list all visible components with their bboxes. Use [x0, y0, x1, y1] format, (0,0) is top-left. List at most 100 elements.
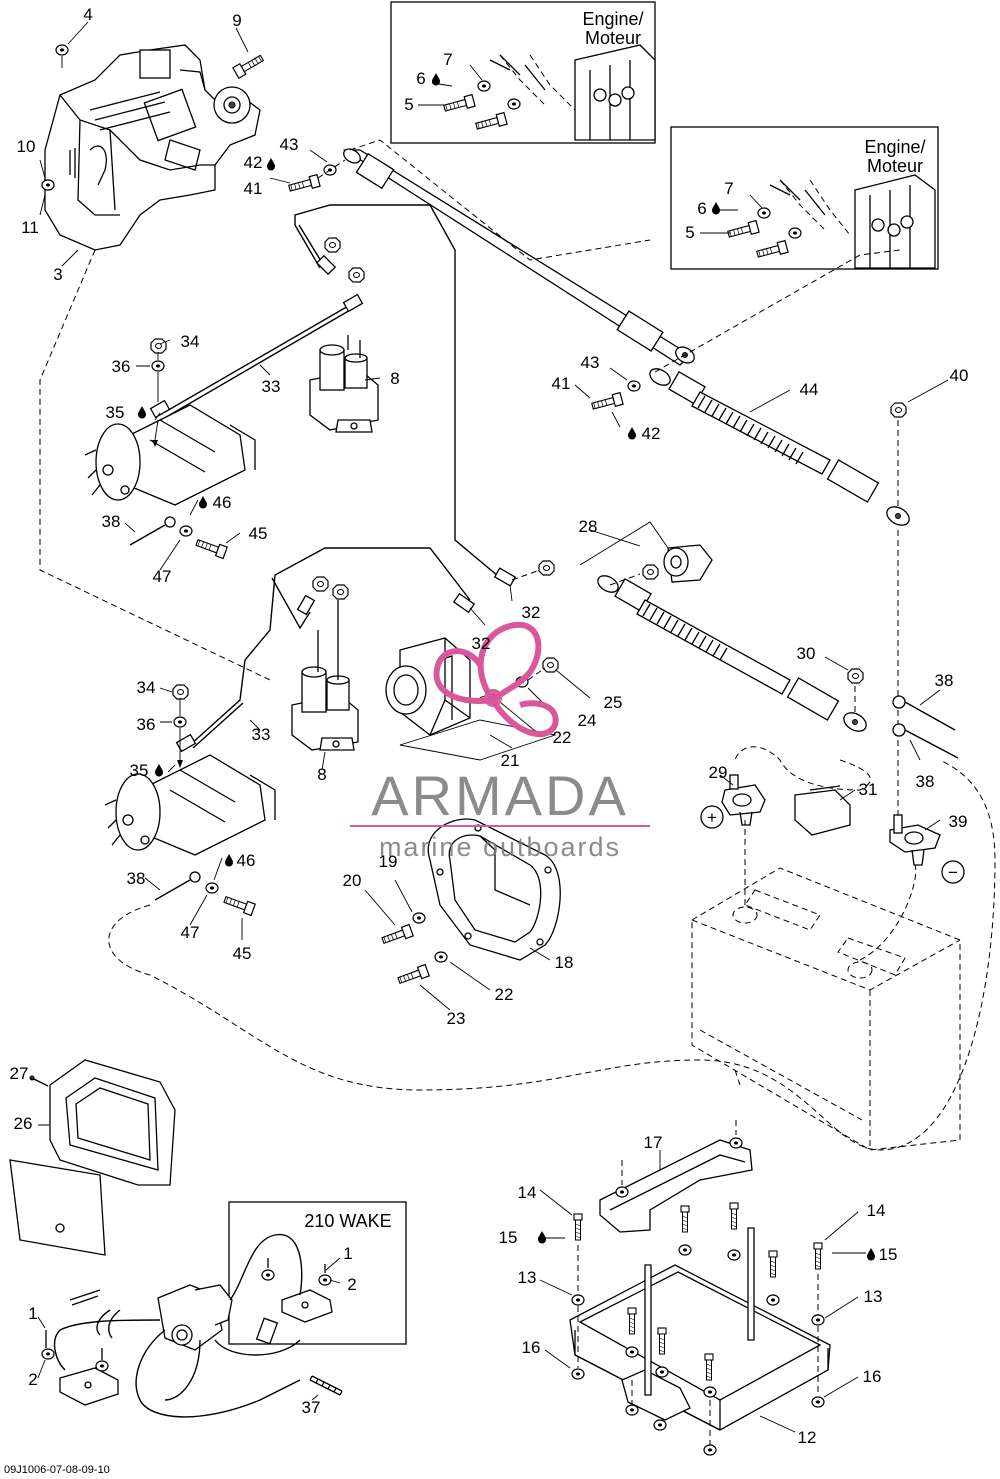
route-line-left	[39, 249, 271, 681]
callout-34: 34	[137, 678, 156, 697]
engine-block-right	[779, 174, 936, 269]
callout-1: 1	[28, 1304, 37, 1323]
callout-40: 40	[950, 366, 969, 385]
watermark-subtitle: marine outboards	[379, 832, 621, 862]
callout-12: 12	[798, 1428, 817, 1447]
wiring-harness	[53, 1233, 303, 1418]
watermark-divider	[350, 825, 650, 827]
callout-42: 42	[244, 153, 263, 172]
outline-21	[399, 719, 557, 761]
solenoid-8-upper	[309, 335, 379, 433]
nut-34b	[172, 684, 189, 700]
callout-38: 38	[916, 772, 935, 791]
callout-46: 46	[213, 493, 232, 512]
inset-engine-right-title-2: Moteur	[867, 156, 923, 176]
inset-engine-right-frame	[670, 126, 939, 270]
sealant-drop-icon	[538, 1231, 546, 1244]
cover-26	[9, 1059, 176, 1256]
tray-bolts	[571, 1202, 825, 1456]
callout-47: 47	[153, 567, 172, 586]
spring-37	[309, 1375, 343, 1396]
callout-11: 11	[21, 218, 39, 237]
nut-32a	[538, 560, 555, 576]
callout-4: 4	[83, 5, 92, 24]
callout-41: 41	[552, 374, 571, 393]
mounting-plate-18	[427, 818, 561, 961]
wire-38-right	[892, 695, 959, 759]
engine-block-top	[499, 44, 656, 141]
callout-16: 16	[522, 1338, 541, 1357]
callout-45: 45	[249, 524, 268, 543]
inset-engine-top-title-1: Engine/	[582, 9, 643, 29]
callout-1: 1	[343, 1244, 352, 1263]
nut-28	[642, 564, 659, 580]
sealant-drop-icon	[628, 427, 636, 440]
bolts-group-top	[442, 54, 546, 133]
callout-38: 38	[935, 671, 954, 690]
watermark-propeller-icon	[433, 621, 559, 738]
callout-44: 44	[800, 380, 819, 399]
callout-7: 7	[443, 50, 452, 69]
callout-2: 2	[28, 1370, 37, 1389]
washer-36b	[173, 716, 187, 728]
callout-8: 8	[317, 765, 326, 784]
callout-47: 47	[181, 923, 200, 942]
bolt-41b	[590, 391, 624, 413]
nut-30	[847, 668, 864, 684]
inset-wake-title: 210 WAKE	[304, 1211, 391, 1231]
bolts-group-right	[726, 179, 826, 261]
terminal-39-negative	[889, 814, 941, 866]
inset-engine-right-title-1: Engine/	[864, 137, 925, 157]
reference-code: 09J1006-07-08-09-10	[4, 1464, 110, 1476]
callout-34: 34	[181, 332, 200, 351]
switch-plate-left	[59, 1367, 119, 1406]
nut-40	[890, 402, 907, 418]
callout-26: 26	[14, 1114, 33, 1133]
callout-31: 31	[859, 780, 878, 799]
callout-30: 30	[797, 644, 816, 663]
inset-wake-frame	[228, 1201, 407, 1345]
nut-34a	[150, 338, 167, 354]
callout-38: 38	[102, 512, 121, 531]
washer-2b	[95, 1360, 109, 1372]
washer-4	[55, 44, 69, 56]
washer-36a	[151, 360, 165, 372]
route-line-31	[734, 746, 871, 791]
nut-25	[542, 657, 559, 673]
callout-38: 38	[127, 869, 146, 888]
callout-19: 19	[379, 852, 398, 871]
callout-43: 43	[280, 135, 299, 154]
callout-21: 21	[501, 751, 520, 770]
nut-upper-b	[348, 267, 365, 283]
callout-10: 10	[17, 137, 36, 156]
callout-6: 6	[416, 69, 425, 88]
ground-cable-44	[649, 368, 910, 526]
route-line-bottom	[108, 759, 996, 1151]
washer-11	[41, 179, 55, 191]
callout-14: 14	[867, 1201, 886, 1220]
callout-3: 3	[53, 265, 62, 284]
callout-17: 17	[644, 1133, 663, 1152]
bolt-9	[232, 52, 266, 79]
route-line-battery-neg	[859, 864, 917, 961]
callout-18: 18	[555, 953, 574, 972]
callout-37: 37	[302, 1398, 321, 1417]
battery-tray-12	[569, 1264, 831, 1431]
lug-upper-a	[315, 254, 337, 276]
terminal-cover-31	[794, 785, 851, 836]
sealant-drop-icon	[432, 73, 440, 86]
ground-cable-upper	[342, 148, 695, 366]
callout-15: 15	[499, 1228, 518, 1247]
callout-23: 23	[447, 1009, 466, 1028]
cable-28	[597, 544, 867, 732]
washer-22b	[434, 951, 448, 963]
starter-motor-upper	[84, 404, 256, 506]
callout-6: 6	[697, 199, 706, 218]
callout-22: 22	[553, 728, 572, 747]
sealant-drop-icon	[138, 406, 146, 419]
callout-41: 41	[244, 179, 263, 198]
cable-positive-upper	[294, 204, 499, 577]
washer-19	[412, 912, 426, 924]
callout-7: 7	[724, 179, 733, 198]
